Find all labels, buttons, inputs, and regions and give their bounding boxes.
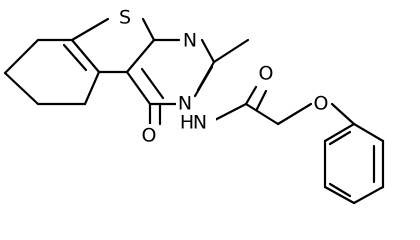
bond: [209, 102, 248, 124]
bond: [328, 130, 352, 146]
bond: [141, 17, 156, 42]
bond: [212, 38, 250, 64]
atom-label-background: [312, 94, 330, 116]
bond: [352, 185, 385, 205]
nitrogen-atom: N: [183, 30, 197, 52]
bond: [125, 38, 156, 74]
bond: [200, 38, 216, 64]
atom-label-background: [116, 6, 134, 28]
amide-hydrogen-atom: H: [180, 112, 194, 134]
atom-label-background: [181, 30, 199, 52]
chemical-structure-diagram: S N N O N H O O: [3, 6, 385, 205]
bond: [328, 182, 352, 198]
carbonyl-oxygen-atom: O: [259, 63, 274, 85]
bond: [255, 89, 268, 111]
atom-label-background: [140, 124, 158, 146]
bond: [244, 85, 258, 106]
bond: [70, 38, 101, 74]
molecule-drawing: S N N O N H O O: [3, 6, 385, 205]
nitrogen-atom: N: [178, 93, 192, 115]
atom-label-background: [176, 93, 194, 115]
atom-label-background: [184, 112, 216, 134]
bond: [62, 43, 88, 72]
bond: [125, 70, 152, 106]
bond: [276, 102, 313, 126]
bond: [323, 122, 356, 143]
bond: [70, 17, 110, 42]
bond: [244, 102, 280, 126]
sulfur-atom: S: [119, 7, 131, 29]
bond: [323, 185, 356, 205]
bond: [330, 102, 356, 126]
atom-label-background: [257, 64, 275, 86]
bond: [83, 70, 101, 106]
bond: [3, 71, 40, 106]
bond: [193, 65, 214, 98]
bond: [140, 67, 165, 100]
oxygen-atom: O: [142, 125, 157, 147]
amide-nitrogen-atom: N: [193, 112, 207, 134]
bond: [352, 122, 385, 143]
bond: [3, 38, 40, 75]
ether-oxygen-atom: O: [314, 93, 329, 115]
